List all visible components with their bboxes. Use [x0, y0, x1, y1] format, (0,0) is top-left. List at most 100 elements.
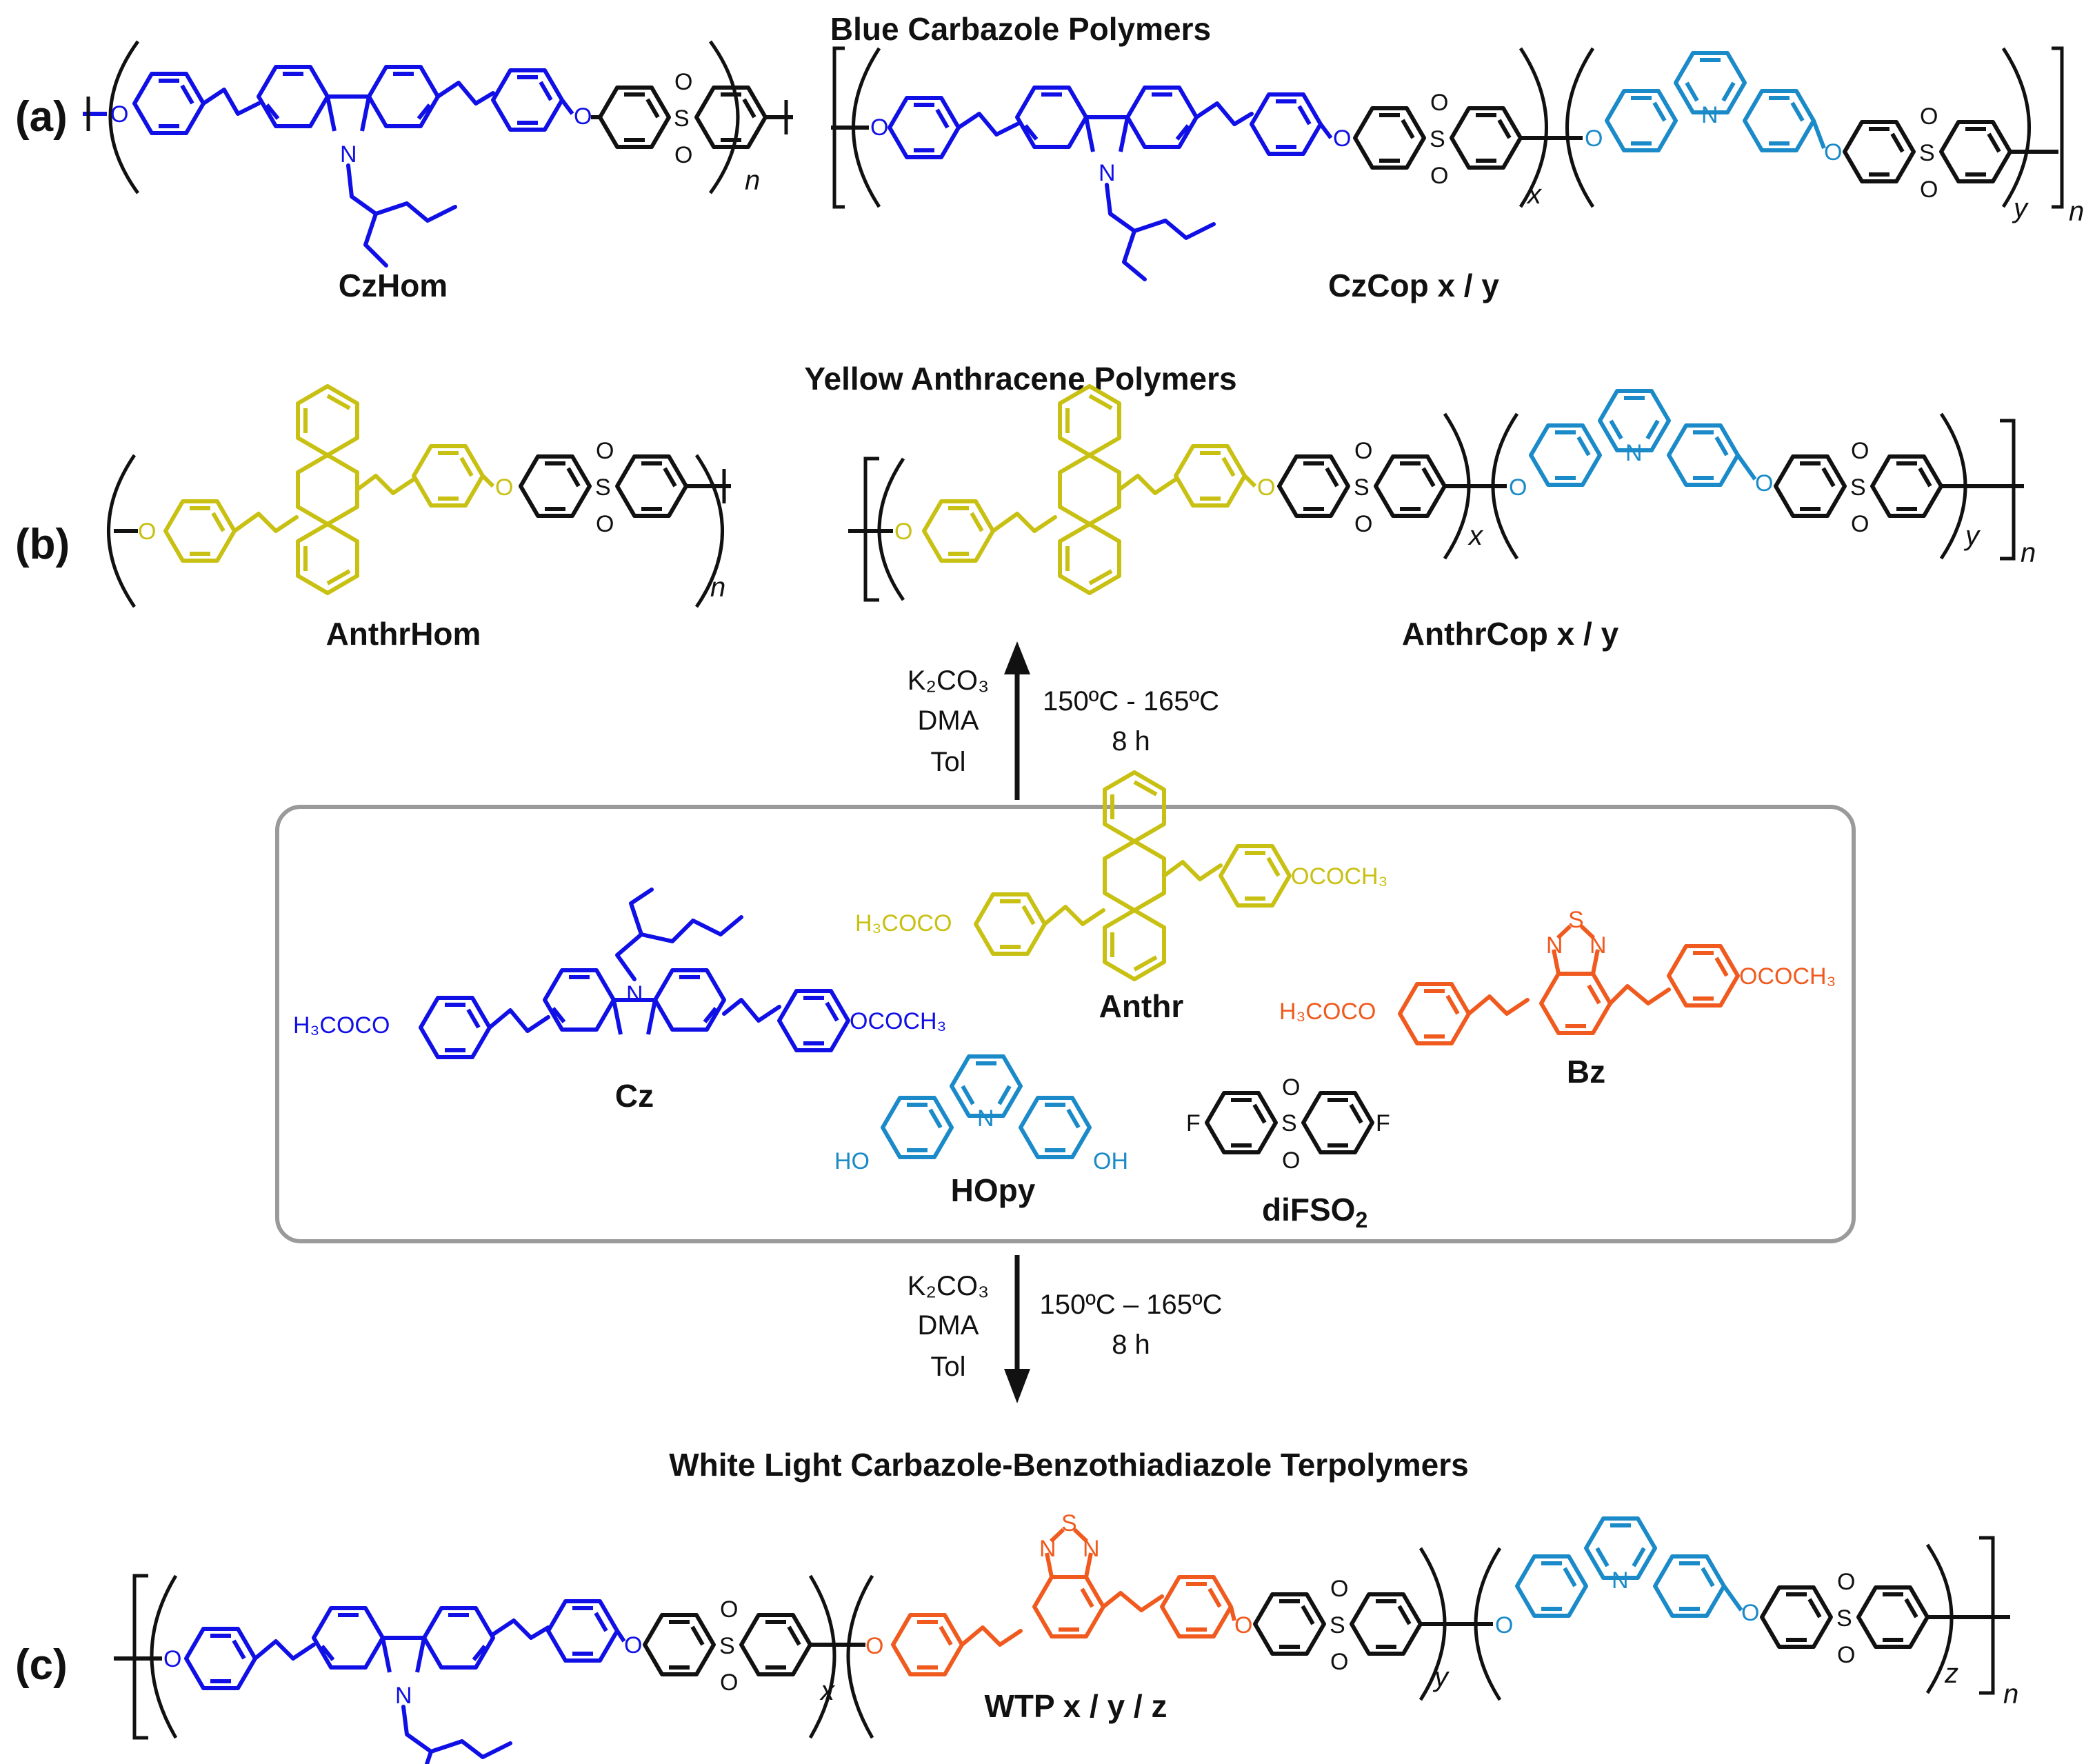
anthrcop-subscript-n: n	[2021, 538, 2036, 568]
monomer-anthr-structure: H₃COCO OCOCH₃	[855, 772, 1387, 979]
anthr-acetoxy-left: H₃COCO	[855, 910, 952, 936]
czcop-sulfone-o-1a: O	[1430, 90, 1448, 116]
anthrcop-ether-o-3: O	[1509, 474, 1527, 501]
wtp-sulfone-o-3a: O	[1837, 1569, 1855, 1595]
panel-label-c: (c)	[15, 1641, 68, 1689]
down-reagent-tol: Tol	[930, 1352, 965, 1382]
anthrhom-ether-o-1: O	[138, 519, 156, 545]
anthr-acetoxy-right: OCOCH₃	[1291, 863, 1387, 890]
czcop-subscript-x: x	[1526, 179, 1543, 210]
wtp-thiadiazole-s: S	[1061, 1510, 1077, 1536]
czcop-pyridine-n: N	[1701, 102, 1718, 128]
wtp-paren-x-right	[808, 1574, 836, 1739]
czcop-carbazole-n: N	[1099, 160, 1116, 186]
anthrcop-ether-o-1: O	[894, 519, 912, 545]
heading-yellow-anthracene: Yellow Anthracene Polymers	[804, 361, 1236, 397]
anthrcop-subscript-y: y	[1963, 521, 1981, 551]
wtp-sulfone-o-1a: O	[720, 1596, 738, 1623]
wtp-pyridine-n: N	[1612, 1567, 1629, 1594]
czcop-sulfone-s-2: S	[1919, 140, 1935, 166]
hopy-pyridine-n: N	[977, 1105, 994, 1132]
anthrhom-structure: O O S O O n	[107, 386, 731, 608]
monomer-hopy-label: HOpy	[951, 1172, 1036, 1208]
wtp-sulfone-o-1b: O	[720, 1670, 738, 1696]
anthrhom-ether-o-2: O	[495, 474, 513, 501]
monomer-difso2-structure: F S O O F	[1186, 1074, 1390, 1174]
czcop-ether-o-1: O	[870, 114, 888, 141]
czhom-subscript-n: n	[745, 166, 760, 196]
difso2-sulfone-o-top: O	[1282, 1074, 1300, 1101]
wtp-sulfone-o-2b: O	[1330, 1649, 1348, 1675]
wtp-paren-z-left	[1474, 1547, 1502, 1701]
anthrcop-ether-o-2: O	[1257, 474, 1275, 501]
wtp-sulfone-o-3b: O	[1837, 1642, 1855, 1668]
reaction-arrow-up	[1004, 641, 1030, 800]
heading-white-terpolymers: White Light Carbazole-Benzothiadiazole T…	[669, 1447, 1469, 1483]
wtp-paren-y-left	[846, 1574, 874, 1739]
up-reagent-dma: DMA	[918, 705, 979, 736]
up-temperature: 150ºC - 165ºC	[1043, 686, 1219, 716]
wtp-paren-x-left	[150, 1574, 178, 1739]
anthrcop-sulfone-o-1a: O	[1354, 438, 1372, 464]
difso2-fluoro-right: F	[1376, 1110, 1390, 1136]
up-time: 8 h	[1112, 726, 1150, 756]
wtp-ether-o-5: O	[1495, 1612, 1513, 1638]
monomer-cz-label: Cz	[615, 1078, 654, 1114]
heading-blue-carbazole: Blue Carbazole Polymers	[830, 11, 1211, 47]
anthrhom-left-paren	[107, 454, 137, 608]
czcop-ether-o-2: O	[1333, 126, 1351, 152]
czcop-paren-y-right	[2001, 47, 2031, 208]
czcop-sulfone-o-1b: O	[1430, 163, 1448, 189]
down-reagent-k2co3: K₂CO₃	[908, 1271, 990, 1301]
anthrcop-sulfone-o-2b: O	[1851, 511, 1869, 537]
down-temperature: 150ºC – 165ºC	[1040, 1290, 1223, 1320]
czcop-structure: O N O S O O x O N O S O O y n	[831, 46, 2084, 281]
wtp-subscript-z: z	[1944, 1658, 1958, 1689]
bz-thiadiazole-n-right: N	[1590, 932, 1607, 959]
wtp-thiadiazole-n-right: N	[1083, 1536, 1100, 1562]
cz-acetoxy-left: H₃COCO	[293, 1012, 390, 1039]
bz-thiadiazole-s: S	[1568, 907, 1584, 933]
wtp-right-bracket	[1979, 1536, 1995, 1695]
czcop-paren-y-left	[1565, 47, 1595, 208]
anthrhom-right-paren	[694, 454, 724, 608]
down-reagent-dma: DMA	[918, 1310, 979, 1341]
czhom-sulfone-s: S	[674, 106, 690, 132]
wtp-structure: O N O S O O x O N N S O S O O	[114, 1510, 2018, 1764]
czhom-right-paren	[708, 40, 740, 194]
anthrcop-label: AnthrCop x / y	[1402, 616, 1619, 652]
wtp-ether-o-2: O	[624, 1632, 642, 1658]
hopy-hydroxy-right: OH	[1093, 1148, 1128, 1174]
wtp-subscript-x: x	[819, 1676, 836, 1706]
anthrcop-sulfone-o-2a: O	[1851, 438, 1869, 464]
czhom-ether-o-2: O	[574, 103, 592, 130]
czcop-right-bracket	[2052, 46, 2064, 209]
czcop-paren-x-right	[1518, 47, 1548, 208]
czcop-sulfone-o-2a: O	[1920, 103, 1938, 130]
up-reagent-tol: Tol	[930, 747, 965, 777]
wtp-ether-o-4: O	[1234, 1612, 1252, 1638]
cz-carbazole-n: N	[626, 981, 643, 1008]
monomer-bz-structure: H₃COCO N N S OCOCH₃	[1279, 907, 1836, 1043]
anthrcop-structure: O O S O O x O N O S O O y n	[848, 386, 2036, 602]
anthrcop-subscript-x: x	[1467, 521, 1484, 551]
panel-label-a: (a)	[15, 93, 68, 141]
wtp-ether-o-3: O	[865, 1633, 883, 1659]
monomer-anthr-label: Anthr	[1099, 988, 1184, 1024]
wtp-label: WTP x / y / z	[985, 1688, 1167, 1724]
anthrcop-right-bracket	[2000, 419, 2016, 561]
wtp-sulfone-s-1: S	[719, 1633, 735, 1659]
anthrhom-subscript-n: n	[710, 572, 725, 603]
monomer-bz-label: Bz	[1567, 1054, 1605, 1090]
wtp-sulfone-s-3: S	[1836, 1605, 1852, 1632]
czcop-sulfone-s-1: S	[1430, 126, 1445, 152]
czcop-sulfone-o-2b: O	[1920, 177, 1938, 203]
bz-acetoxy-right: OCOCH₃	[1739, 963, 1836, 990]
difso2-sulfone-s: S	[1281, 1110, 1297, 1136]
anthrhom-sulfone-o-bottom: O	[596, 511, 614, 537]
anthrcop-sulfone-s-1: S	[1354, 474, 1370, 501]
panel-label-b: (b)	[15, 521, 70, 568]
wtp-ether-o-6: O	[1741, 1600, 1759, 1626]
czcop-ether-o-3: O	[1585, 126, 1603, 152]
